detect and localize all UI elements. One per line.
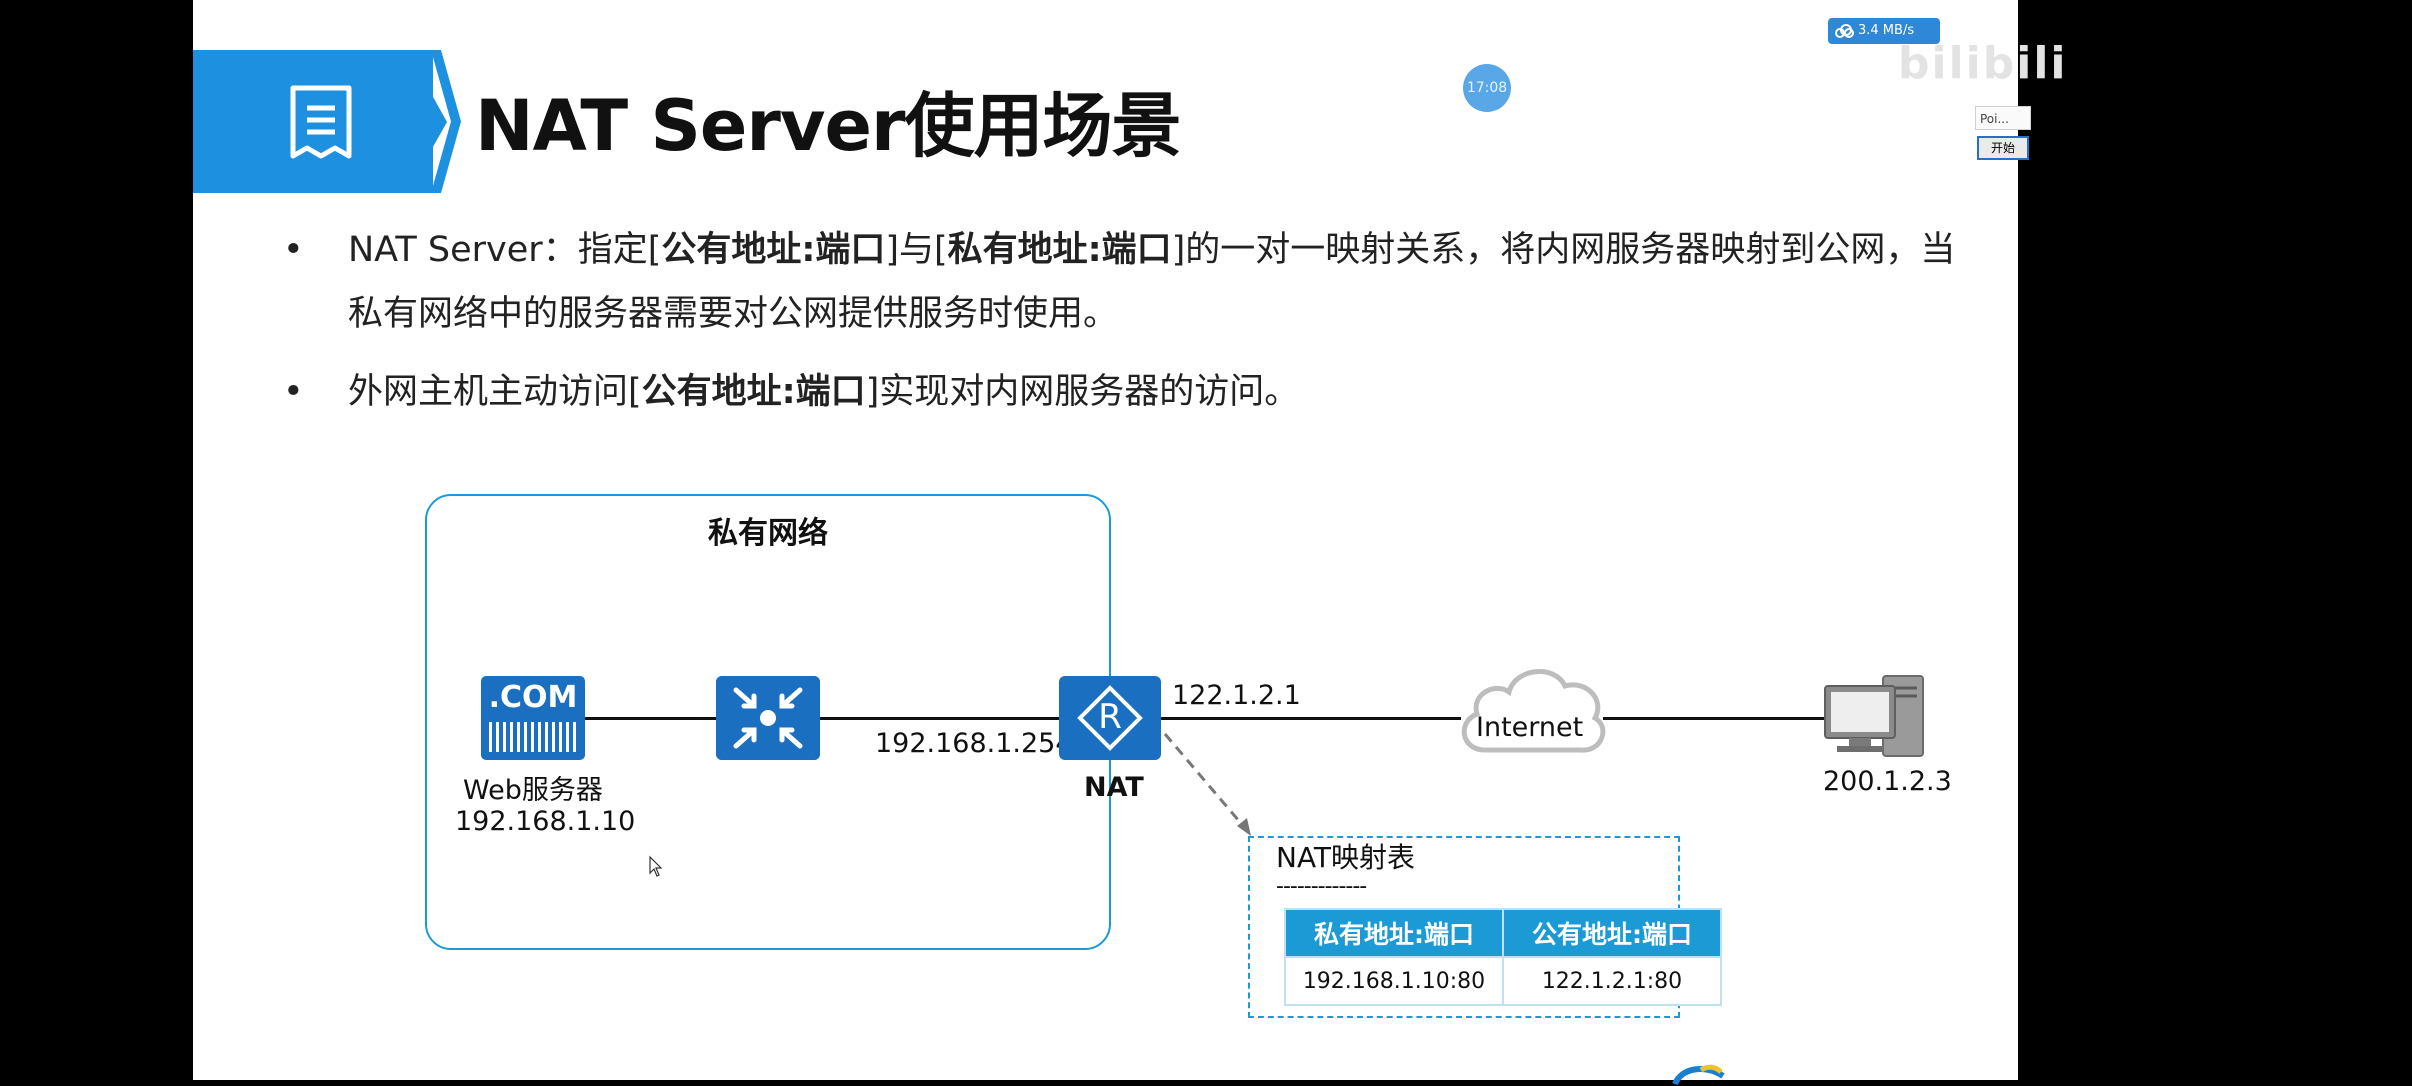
corner-logo-icon [1672,1064,1725,1086]
mini-window[interactable]: Poi... 开始 [1975,106,2031,164]
router-inside-ip-label: 192.168.1.254 [875,728,1073,759]
router-diamond-shape [1077,685,1143,751]
speed-text: 3.4 MB/s [1858,23,1915,38]
router-outside-ip-label: 122.1.2.1 [1172,680,1301,711]
mouse-cursor-icon [649,855,663,877]
slide: NAT Server使用场景 NAT Server：指定[公有地址:端口]与[私… [193,0,2065,1086]
server-name-label: Web服务器 [463,775,603,806]
host-computer-icon [1824,675,1924,757]
mini-window-label: Poi... [1975,106,2031,130]
bullet-text: ]实现对内网服务器的访问。 [865,372,1300,412]
link-internet-host [1603,717,1825,720]
link-switch-router [820,717,1059,720]
server-icon-text: .COM [488,680,578,715]
server-rack-bars [489,722,577,752]
bullet-text-bold: 公有地址:端口 [661,230,886,270]
table-cell-public: 122.1.2.1:80 [1502,956,1722,1006]
router-icon: R [1059,676,1161,760]
private-network-label: 私有网络 [708,516,828,551]
mapping-arrow [1163,733,1251,836]
host-ip-label: 200.1.2.3 [1823,766,1952,797]
time-badge: 17:08 [1463,64,1511,112]
internet-cloud-icon [1461,669,1606,753]
bullet-item: NAT Server：指定[公有地址:端口]与[私有地址:端口]的一对一映射关系… [283,218,1963,346]
cloud-label: Internet [1476,712,1584,743]
network-speed-indicator: 3.4 MB/s [1828,18,1940,44]
bullet-text: ]的一对一映射关系，将内网服务器映射到公网，当私有网络中的服务器需要对公网提供服… [348,230,1956,334]
banner-chevron [431,50,461,193]
mapping-table: 私有地址:端口 公有地址:端口 192.168.1.10:80 122.1.2.… [1284,908,1722,1006]
server-ip-label: 192.168.1.10 [455,806,636,837]
bullet-item: 外网主机主动访问[公有地址:端口]实现对内网服务器的访问。 [283,360,1963,424]
router-symbol: R [1098,697,1122,737]
start-button[interactable]: 开始 [1977,136,2029,160]
nat-mapping-table-box: NAT映射表 ------------- 私有地址:端口 公有地址:端口 192… [1248,836,1722,1018]
link-server-switch [585,717,716,720]
bullet-list: NAT Server：指定[公有地址:端口]与[私有地址:端口]的一对一映射关系… [283,218,1963,438]
link-router-internet [1161,717,1461,720]
table-header-row: 私有地址:端口 公有地址:端口 [1284,908,1722,958]
web-server-icon: .COM [481,676,585,760]
table-cell-private: 192.168.1.10:80 [1284,956,1504,1006]
document-icon [290,85,352,159]
mapping-table-title: NAT映射表 [1276,841,1416,874]
bullet-text-bold: 公有地址:端口 [641,372,866,412]
bullet-text: ]与[ [885,230,948,270]
table-row: 192.168.1.10:80 122.1.2.1:80 [1284,956,1722,1006]
switch-icon [716,676,820,760]
cloud-upload-icon [1835,24,1854,38]
mapping-table-separator: ------------- [1276,874,1367,899]
table-header-private: 私有地址:端口 [1284,908,1504,958]
page-title: NAT Server使用场景 [475,85,1181,167]
table-header-public: 公有地址:端口 [1502,908,1722,958]
router-name-label: NAT [1084,772,1144,803]
bullet-text: 外网主机主动访问[ [348,372,642,412]
bullet-text: NAT Server：指定[ [348,230,662,270]
bullet-text-bold: 私有地址:端口 [947,230,1172,270]
bilibili-watermark: bilibili [1898,38,2068,89]
